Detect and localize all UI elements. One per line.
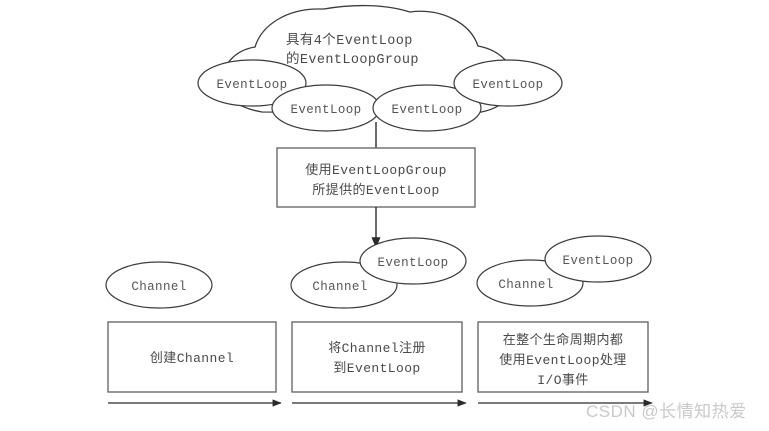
column-3-box-line2: 使用EventLoop处理	[499, 352, 626, 368]
column-3-eventloop-label: EventLoop	[562, 254, 633, 268]
cloud-eventloop-4: EventLoop	[453, 59, 563, 107]
cloud-eventloop-1: EventLoop	[197, 59, 307, 107]
column-3-box-line1: 在整个生命周期内都	[503, 332, 624, 348]
column-3-box: 在整个生命周期内都 使用EventLoop处理 I/O事件	[477, 321, 649, 393]
column-3-channel-label: Channel	[498, 278, 553, 292]
cloud-eventloop-1-label: EventLoop	[216, 78, 287, 92]
column-1-box: 创建Channel	[107, 321, 277, 393]
column-2-eventloop-label: EventLoop	[377, 256, 448, 270]
cloud-title-line1: 具有4个EventLoop	[286, 32, 413, 49]
column-1-box-line1: 创建Channel	[150, 351, 234, 366]
cloud-eventloop-3-label: EventLoop	[391, 103, 462, 117]
cloud-title-line2: 的EventLoopGroup	[286, 51, 419, 68]
column-2-channel-label: Channel	[312, 280, 367, 294]
middle-box-line2: 所提供的EventLoop	[312, 182, 439, 198]
column-2-box: 将Channel注册 到EventLoop	[291, 321, 463, 393]
column-2: Channel EventLoop 将Channel注册 到EventLoop	[290, 237, 467, 393]
column-1-channel-ellipse: Channel	[105, 261, 213, 309]
column-3-eventloop-ellipse: EventLoop	[544, 235, 652, 283]
cloud-eventloop-3: EventLoop	[372, 84, 482, 132]
eventloopgroup-cloud: 具有4个EventLoop 的EventLoopGroup EventLoop …	[197, 4, 563, 132]
column-1-channel-label: Channel	[131, 280, 186, 294]
middle-box: 使用EventLoopGroup 所提供的EventLoop	[276, 147, 476, 208]
column-3: Channel EventLoop 在整个生命周期内都 使用EventLoop处…	[476, 235, 652, 393]
cloud-eventloop-2: EventLoop	[271, 84, 381, 132]
column-3-box-line3: I/O事件	[537, 373, 588, 388]
cloud-eventloop-4-label: EventLoop	[472, 78, 543, 92]
middle-box-line1: 使用EventLoopGroup	[305, 162, 447, 178]
column-2-box-line2: 到EventLoop	[333, 361, 420, 376]
cloud-eventloop-2-label: EventLoop	[290, 103, 361, 117]
column-1: Channel 创建Channel	[105, 261, 277, 393]
csdn-watermark: CSDN @长情知热爱	[586, 402, 747, 421]
column-2-box-line1: 将Channel注册	[328, 341, 426, 356]
column-2-eventloop-ellipse: EventLoop	[359, 237, 467, 285]
